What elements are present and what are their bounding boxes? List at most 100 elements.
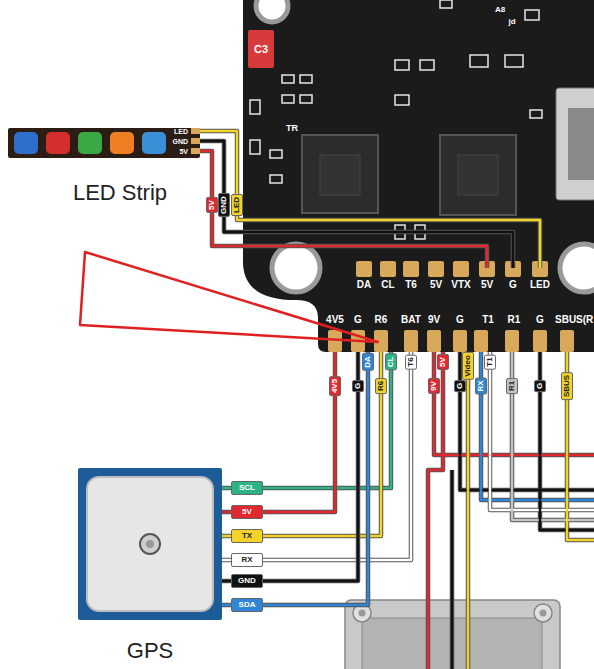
node-text: LED [174,128,188,135]
wire-tag: T1 [484,354,496,369]
solder-pad [328,261,574,352]
gps-module-art-part [140,534,160,554]
solder-pad-part [533,330,547,352]
wire-tag: 9V [428,378,440,394]
wire-tag: T6 [405,354,417,369]
node-text: G [536,315,544,325]
solder-pad-part [474,330,488,352]
usb-connector [556,88,594,200]
wire-connector-part [222,352,368,605]
solder-pad-part [380,261,396,277]
gps-module-art-part [87,477,213,611]
smd-component-part [282,75,294,83]
led-strip-art [8,128,200,158]
wire-tag: 4V5 [329,376,341,396]
node-text: 5V [481,280,493,290]
solder-pad-part [427,330,441,352]
smd-component-part [300,75,312,83]
wire-connector-part [222,352,335,512]
led-strip-art-part [191,128,200,134]
node-text: T1 [482,315,494,325]
signal-wires-part [467,352,470,669]
wire-tag: LED [231,194,243,216]
smd-component-part [282,95,294,103]
gps-module: GPS [78,468,222,620]
usb-connector-part [568,108,594,180]
led-strip-art-part [142,132,166,154]
node-text: CL [381,280,394,290]
pin-tag: RX [231,553,263,567]
node-text: GPS [127,640,173,662]
wire-halo-part [428,352,443,669]
solder-pad-part [532,261,548,277]
solder-pad-part [428,261,444,277]
wire-connector-part [222,352,391,488]
mounting-hole-part [272,244,320,292]
smd-component-part [270,150,282,158]
signal-wires-part [451,470,454,669]
led-strip-art-part [14,132,38,154]
node-text: BAT [401,315,421,325]
smd-component-part [300,95,312,103]
signal-wires-part [434,352,594,455]
wire-tag: G [352,380,364,392]
wire-connector-part [222,352,391,488]
chip-part [302,135,378,213]
wire-tag: Video [462,352,474,380]
smd-component-part [395,95,409,105]
flight-controller: A8jdC3TRDACLT65VVTX5VGLED4V5GR6BAT9VGT1R… [243,0,594,352]
solder-pad-part [560,330,574,352]
wire-connector-part [222,352,411,560]
flight-controller-board-part [243,0,594,352]
solder-pad-part [328,330,342,352]
smd-component-part [415,225,425,239]
smd-component-part [420,60,434,70]
wire-tag: 5V [437,354,449,370]
node-text: R6 [375,315,388,325]
node-text: A8 [495,6,505,14]
pin-tag: SCL [231,481,263,495]
node-text: 5V [430,280,442,290]
wire-tag: R1 [506,378,518,394]
wire-tag: DA [362,353,374,371]
wire-halo-part [512,352,594,520]
smd-component-part [395,60,409,70]
signal-wires-part [512,352,594,520]
chip-part [440,135,516,215]
signal-wires-part [481,352,594,500]
led-strip-art-part [191,138,200,144]
wire-halo-part [481,352,594,500]
node-text: G [456,315,464,325]
wire-halo [428,352,594,669]
signal-wires [428,352,594,669]
camera-module-part [359,610,366,617]
solder-pad-part [453,261,469,277]
wire-connector-part [222,352,358,581]
gps-module-art [78,468,222,620]
wire-tag: 5V [206,197,218,213]
mounting-hole-part [256,0,288,22]
smd-component-part [250,140,260,154]
node-text: TR [286,124,298,133]
solder-pad-part [374,330,388,352]
wire-tag: CL [385,354,397,371]
wire-connector-part [222,352,358,581]
node-text: 9V [428,315,440,325]
node-text: C3 [254,44,268,55]
solder-pad-part [404,330,418,352]
solder-pad-part [505,261,521,277]
gps-module-art-part [146,540,154,548]
wire-connector [222,352,368,605]
pin-tag: GND [231,574,263,588]
wire-connector [222,352,335,512]
capacitor-sticker [248,30,274,68]
wire-connector-part [222,352,335,512]
wire-connector [222,352,391,488]
solder-pad-part [479,261,495,277]
solder-pad-part [351,330,365,352]
node-text: SBUS(R [555,315,593,325]
solder-pad-part [403,261,419,277]
wire-tag: R6 [375,378,387,394]
led-strip-art-part [191,148,200,154]
